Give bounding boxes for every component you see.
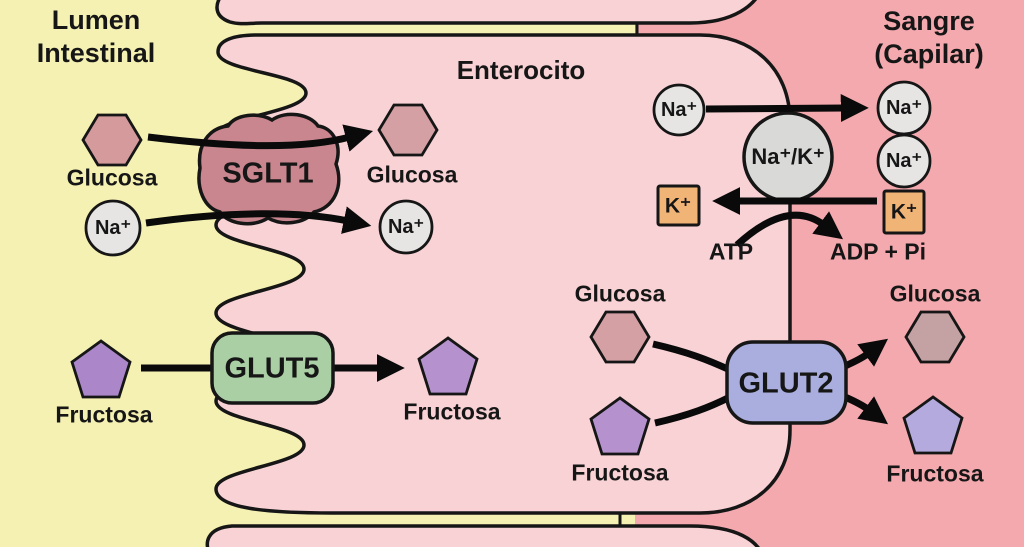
blood-title-line2: (Capilar) [874, 39, 984, 69]
potassium-label-blood: K⁺ [890, 200, 918, 224]
glucose-apical-arrow [147, 124, 374, 152]
sodium-label-lumen: Na⁺ [94, 217, 132, 239]
lumen-title: Lumen Intestinal [37, 4, 156, 70]
sodium-circle-blood-2 [876, 133, 932, 189]
fructose-label-blood: Fructosa [886, 460, 984, 487]
lumen-title-line2: Intestinal [36, 38, 156, 68]
fructose-label-lumen: Fructosa [55, 401, 153, 428]
glucose-label-lumen: Glucosa [66, 164, 158, 191]
sodium-label-blood-2: Na⁺ [885, 150, 923, 172]
glut2-label: GLUT2 [738, 367, 834, 400]
glut5-label: GLUT5 [224, 352, 320, 385]
fructose-pentagon-cell-apical [417, 336, 479, 396]
glucose-hexagon-cell-basolateral [589, 310, 651, 364]
fructose-label-cell-apical: Fructosa [403, 398, 501, 425]
glucose-label-cell-apical: Glucosa [366, 161, 458, 188]
atp-label: ATP [708, 238, 754, 265]
fructose-pentagon-blood [902, 395, 964, 455]
sodium-apical-arrow [145, 206, 372, 234]
glucose-label-cell-basolateral: Glucosa [574, 280, 666, 307]
glut2-glucose-in-arrow [652, 340, 732, 374]
glucose-hexagon-cell-apical [377, 103, 439, 157]
glut2-glucose-out-arrow [843, 338, 889, 370]
sodium-efflux-arrow [705, 94, 869, 123]
pump-label: Na⁺/K⁺ [751, 144, 825, 169]
sodium-label-blood-1: Na⁺ [885, 97, 923, 119]
glut2-fructose-in-arrow [654, 393, 732, 427]
glucose-hexagon-blood [904, 310, 966, 364]
blood-title-line1: Sangre [883, 6, 975, 36]
sodium-circle-cell-apical [378, 199, 434, 255]
sodium-circle-cell-basolateral [652, 83, 706, 137]
glucose-label-blood: Glucosa [889, 280, 981, 307]
adjacent-cell-bottom [205, 524, 760, 547]
blood-title: Sangre (Capilar) [874, 5, 984, 71]
adp-label: ADP + Pi [829, 238, 927, 265]
fructose-pentagon-lumen [70, 339, 132, 399]
fructose-label-cell-basolateral: Fructosa [571, 459, 669, 486]
lumen-title-line1: Lumen [51, 5, 141, 35]
cell-title: Enterocito [456, 55, 586, 85]
sodium-label-cell-apical: Na⁺ [387, 216, 425, 238]
sodium-label-cell-basolateral: Na⁺ [660, 99, 698, 121]
glucose-hexagon-lumen [81, 113, 143, 167]
adjacent-cell-top [215, 0, 757, 26]
sodium-circle-lumen [84, 199, 142, 257]
glut5-transporter [210, 331, 335, 405]
potassium-label-cell: K⁺ [664, 194, 692, 218]
fructose-pentagon-cell-basolateral [589, 396, 651, 456]
glut2-transporter [725, 340, 848, 425]
potassium-square-cell [656, 184, 701, 227]
atp-hydrolysis-arrow [734, 211, 844, 248]
sglt1-label: SGLT1 [222, 157, 314, 190]
potassium-square-blood [882, 189, 926, 235]
